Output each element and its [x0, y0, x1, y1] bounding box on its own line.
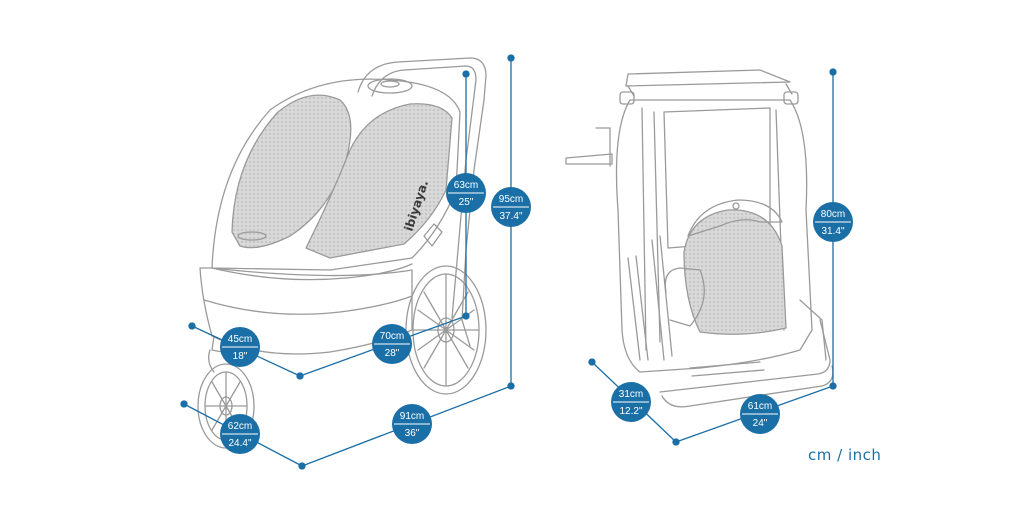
badge-imperial: 28"	[385, 348, 400, 359]
dimension-badge-91cm: 91cm 36"	[392, 404, 432, 444]
badge-imperial: 24"	[753, 418, 768, 429]
stroller-illustration	[197, 57, 487, 449]
dimension-badge-80cm: 80cm 31.4"	[813, 202, 853, 242]
badge-metric: 45cm	[228, 334, 252, 345]
badge-metric: 70cm	[380, 331, 404, 342]
unit-label: cm / inch	[808, 446, 881, 464]
badge-imperial: 24.4"	[228, 438, 251, 449]
badge-metric: 95cm	[499, 194, 523, 205]
badge-imperial: 31.4"	[821, 226, 844, 237]
badge-metric: 61cm	[748, 401, 772, 412]
dimension-badge-61cm: 61cm 24"	[740, 394, 780, 434]
dimension-badge-45cm: 45cm 18"	[220, 327, 260, 367]
folded-stroller-illustration	[565, 69, 834, 408]
badge-imperial: 37.4"	[499, 211, 522, 222]
dimension-badge-62cm: 62cm 24.4"	[220, 414, 260, 454]
badge-metric: 63cm	[454, 180, 478, 191]
dimension-badge-70cm: 70cm 28"	[372, 324, 412, 364]
badge-metric: 62cm	[228, 421, 252, 432]
badge-imperial: 12.2"	[619, 406, 642, 417]
badge-metric: 91cm	[400, 411, 424, 422]
badge-imperial: 18"	[233, 351, 248, 362]
badge-metric: 80cm	[821, 209, 845, 220]
badge-imperial: 25"	[459, 197, 474, 208]
badge-metric: 31cm	[619, 389, 643, 400]
dimension-badge-63cm: 63cm 25"	[446, 173, 486, 213]
dimension-badge-95cm: 95cm 37.4"	[491, 187, 531, 227]
badge-imperial: 36"	[405, 428, 420, 439]
dimension-badge-31cm: 31cm 12.2"	[611, 382, 651, 422]
